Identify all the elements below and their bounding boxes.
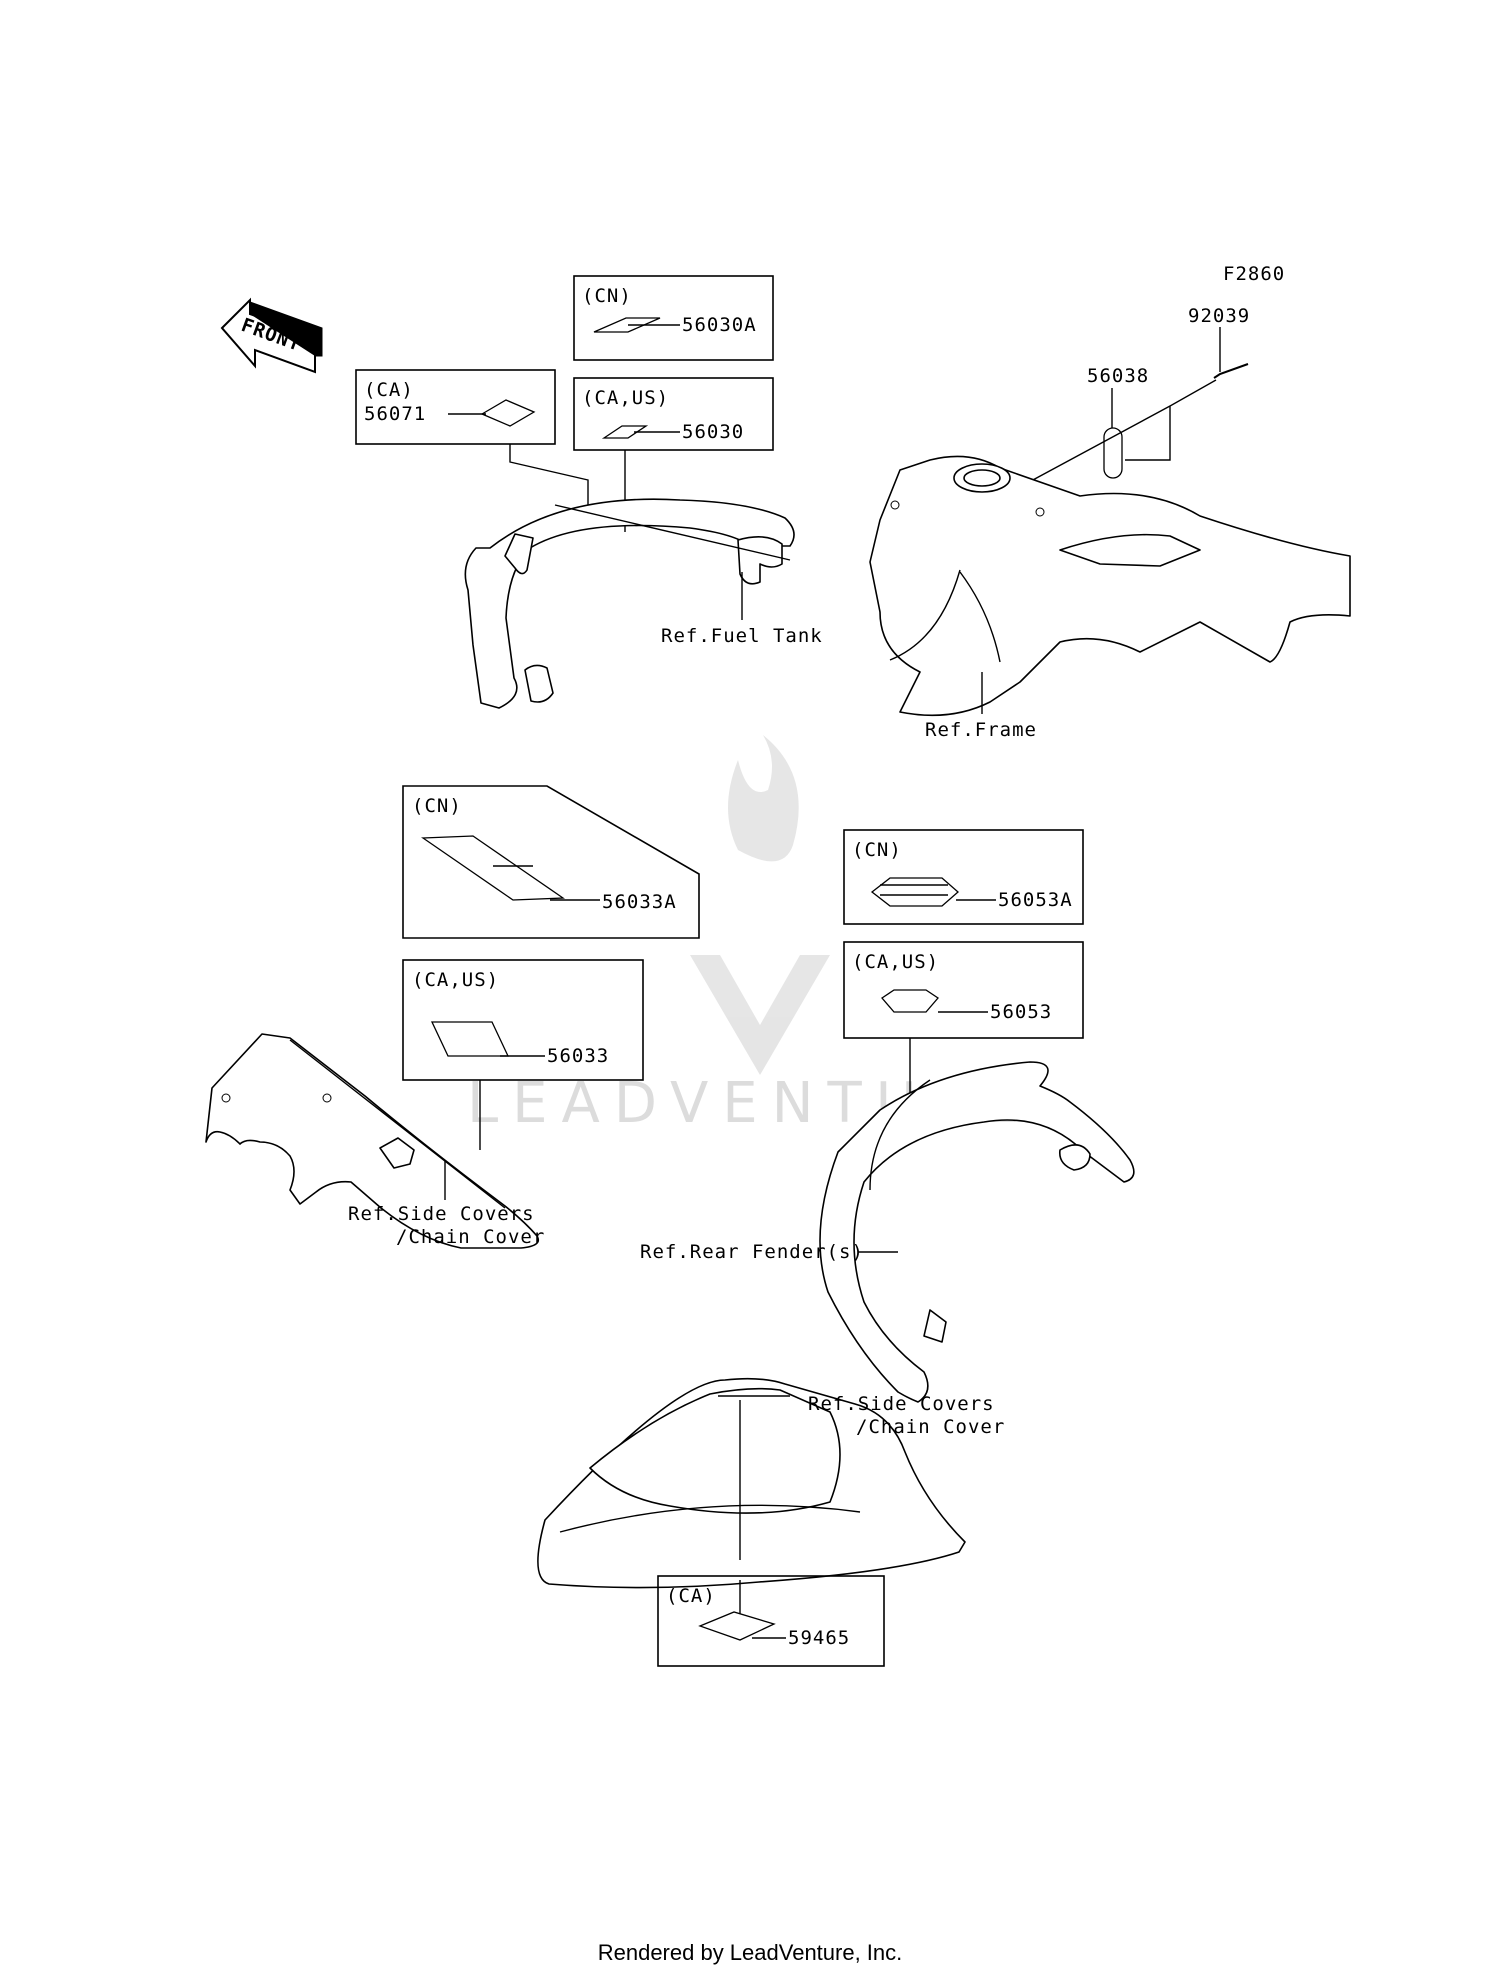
footer-credit: Rendered by LeadVenture, Inc. bbox=[597, 1940, 903, 1965]
part-number: 59465 bbox=[788, 1627, 850, 1649]
plate-icon bbox=[1103, 427, 1123, 479]
front-arrow-icon: FRONT bbox=[220, 297, 323, 374]
rear-fender-part bbox=[819, 1061, 1135, 1403]
frame-part bbox=[869, 455, 1351, 717]
region-label: (CA,US) bbox=[852, 951, 939, 973]
leader-to-frame bbox=[1017, 405, 1171, 489]
decal-box-caus-56053[interactable]: (CA,US) 56053 bbox=[843, 941, 1084, 1039]
ref-side-covers-2-line2[interactable]: /Chain Cover bbox=[856, 1416, 1005, 1438]
seat-cowl-part bbox=[537, 1377, 966, 1589]
leader-56071 bbox=[509, 444, 589, 528]
ref-side-covers-line2[interactable]: /Chain Cover bbox=[396, 1226, 545, 1248]
decal-icon bbox=[430, 1021, 510, 1057]
part-number: 56053 bbox=[990, 1001, 1052, 1023]
decal-icon bbox=[601, 425, 649, 439]
decal-icon bbox=[881, 989, 939, 1013]
region-label: (CN) bbox=[852, 839, 902, 861]
decal-icon bbox=[698, 1611, 776, 1641]
decal-box-caus-56033[interactable]: (CA,US) 56033 bbox=[402, 959, 644, 1081]
ref-side-covers-line1[interactable]: Ref.Side Covers bbox=[348, 1203, 535, 1225]
decal-box-cn-56033a[interactable]: (CN) 56033A bbox=[402, 785, 700, 939]
decal-box-ca-59465[interactable]: (CA) 59465 bbox=[657, 1575, 885, 1667]
fuel-tank-cover-part bbox=[464, 498, 795, 709]
part-number: 56030A bbox=[682, 314, 757, 336]
part-number: 56033A bbox=[602, 891, 677, 913]
decal-box-ca-56071[interactable]: (CA) 56071 bbox=[355, 369, 556, 445]
region-label: (CA) bbox=[364, 379, 414, 401]
part-number-92039[interactable]: 92039 bbox=[1188, 305, 1250, 327]
decal-icon bbox=[870, 877, 959, 907]
decal-icon bbox=[593, 317, 661, 333]
leader-bracket bbox=[1125, 379, 1217, 461]
part-number: 56053A bbox=[998, 889, 1073, 911]
region-label: (CA) bbox=[666, 1585, 716, 1607]
leadventure-watermark: LEADVENTURE bbox=[467, 735, 1019, 1136]
region-label: (CN) bbox=[412, 795, 462, 817]
part-number-56038[interactable]: 56038 bbox=[1087, 365, 1149, 387]
ref-side-covers-2-line1[interactable]: Ref.Side Covers bbox=[808, 1393, 995, 1415]
decal-icon bbox=[421, 835, 565, 901]
ref-frame[interactable]: Ref.Frame bbox=[925, 719, 1037, 741]
part-number: 56030 bbox=[682, 421, 744, 443]
decal-icon bbox=[480, 399, 536, 427]
ref-fuel-tank[interactable]: Ref.Fuel Tank bbox=[661, 625, 823, 647]
region-label: (CA,US) bbox=[412, 969, 499, 991]
chain-cover-part bbox=[205, 1033, 540, 1249]
decal-box-cn-56030a[interactable]: (CN) 56030A bbox=[573, 275, 774, 361]
decal-box-cn-56053a[interactable]: (CN) 56053A bbox=[843, 829, 1084, 925]
ref-rear-fender[interactable]: Ref.Rear Fender(s) bbox=[640, 1241, 864, 1263]
decal-box-caus-56030[interactable]: (CA,US) 56030 bbox=[573, 377, 774, 451]
rivet-icon bbox=[1213, 363, 1249, 379]
figure-id: F2860 bbox=[1223, 263, 1285, 285]
part-number: 56033 bbox=[547, 1045, 609, 1067]
region-label: (CN) bbox=[582, 285, 632, 307]
region-label: (CA,US) bbox=[582, 387, 669, 409]
part-number: 56071 bbox=[364, 403, 426, 425]
